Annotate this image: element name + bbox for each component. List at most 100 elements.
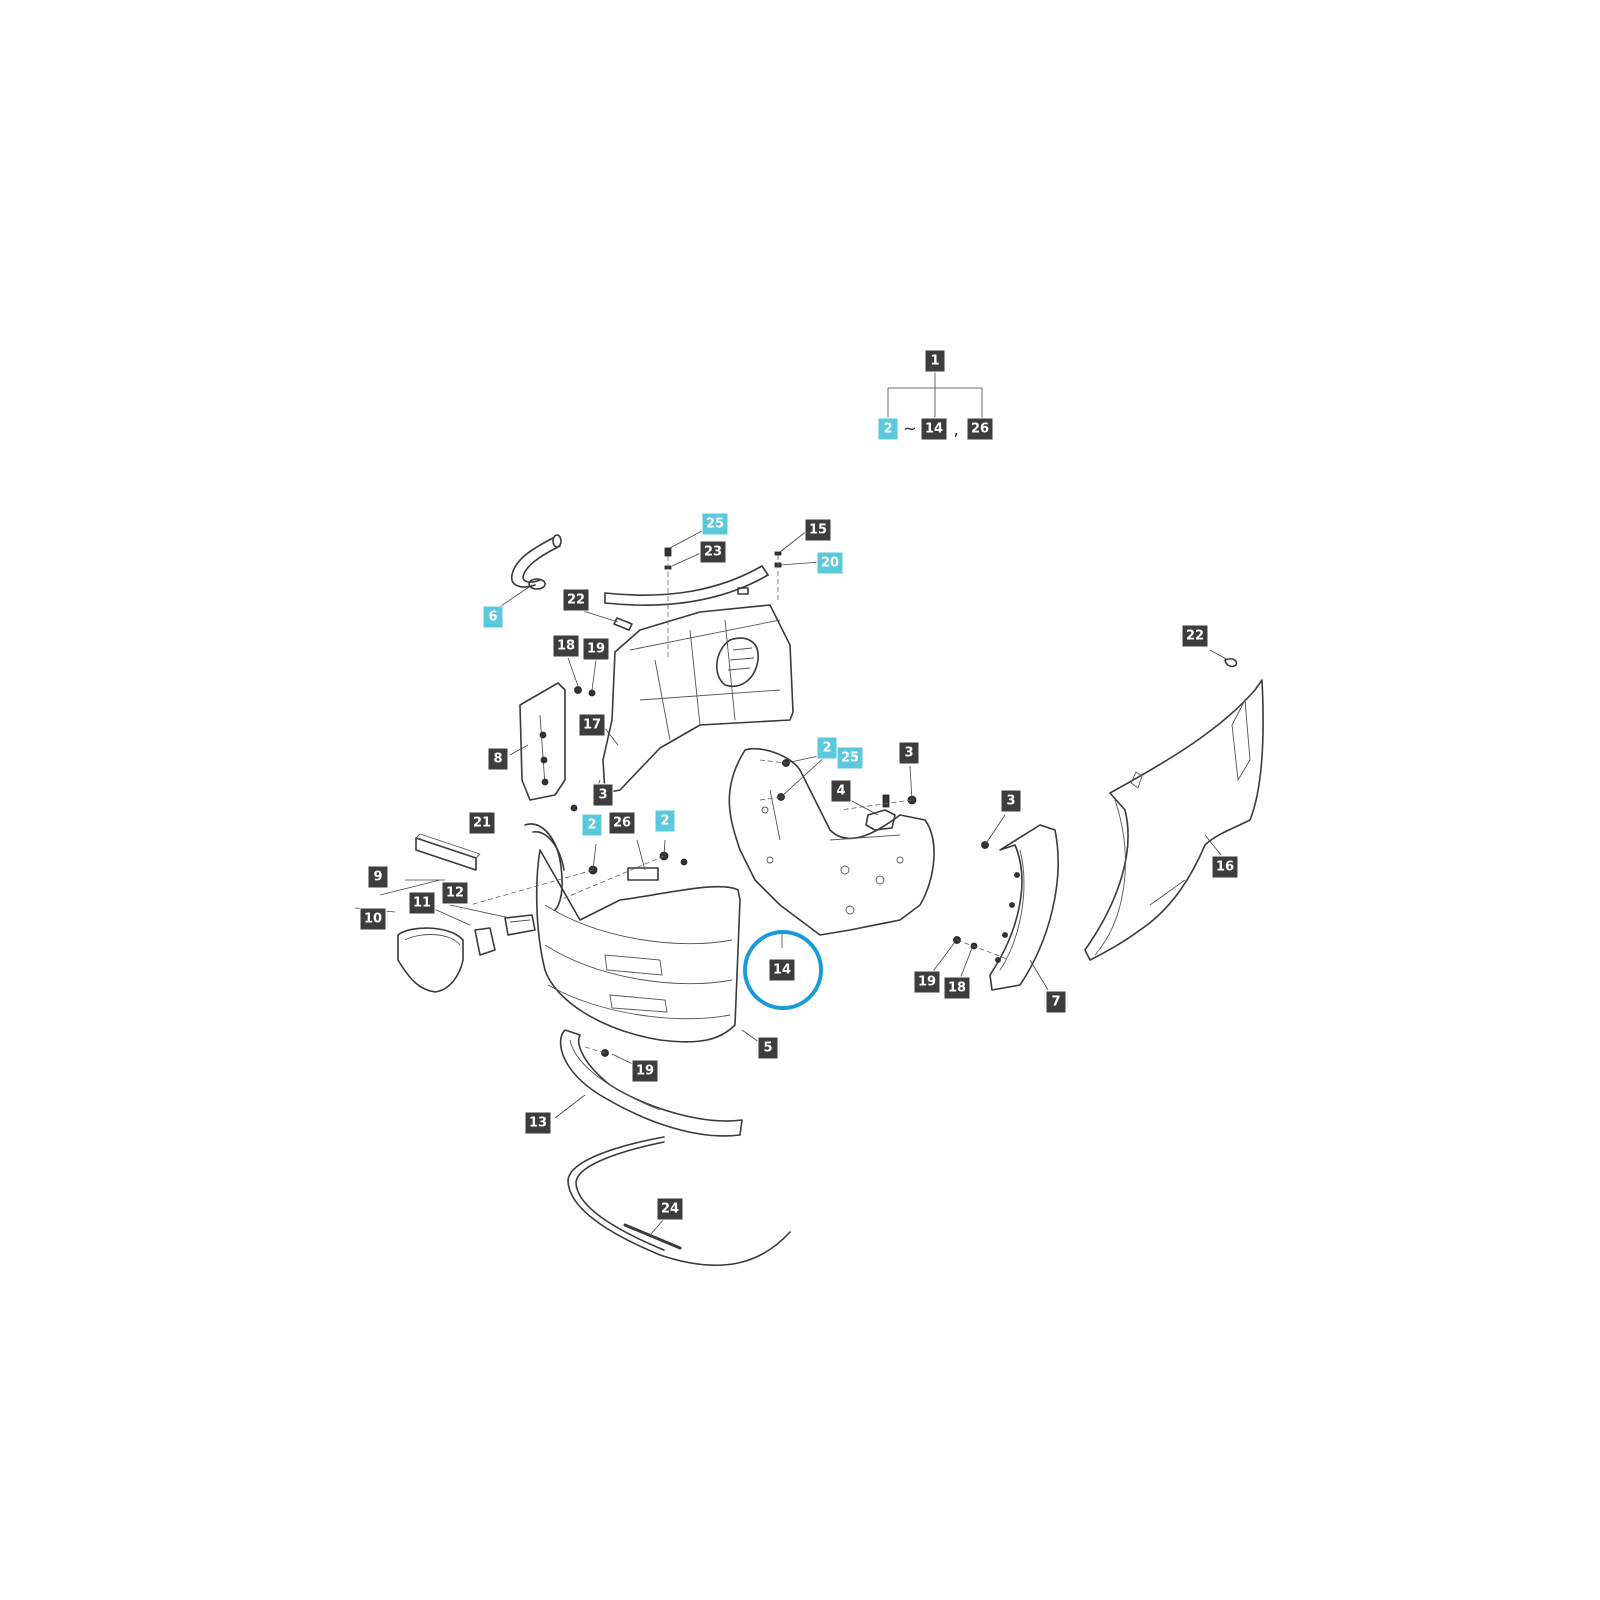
legend-range-end-callout[interactable]: 14 (920, 417, 948, 441)
callout-label: 20 (821, 556, 839, 571)
callout-18[interactable]: 18 (552, 634, 580, 658)
callout-badge (582, 637, 610, 661)
callout-3[interactable]: 3 (592, 783, 614, 807)
callout-label: 11 (413, 896, 431, 911)
callout-9[interactable]: 9 (367, 865, 389, 889)
callout-badge (1181, 624, 1209, 648)
callout-label: 2 (822, 741, 831, 756)
callout-label: 16 (1216, 860, 1234, 875)
legend-range-end-label: 14 (925, 422, 943, 437)
callout-badge (581, 813, 603, 837)
callout-11[interactable]: 11 (408, 891, 436, 915)
strip-bar (415, 833, 481, 871)
callout-badge (701, 512, 729, 536)
callout-badge (592, 783, 614, 807)
callout-2[interactable]: 2 (816, 736, 838, 760)
callout-badge (699, 540, 727, 564)
callout-badge (913, 970, 941, 994)
callout-3[interactable]: 3 (1000, 789, 1022, 813)
callout-22[interactable]: 22 (1181, 624, 1209, 648)
callout-label: 13 (529, 1116, 547, 1131)
callout-label: 3 (904, 746, 913, 761)
callout-18[interactable]: 18 (943, 976, 971, 1000)
callout-label: 19 (636, 1064, 654, 1079)
callout-6[interactable]: 6 (482, 605, 504, 629)
callout-badge (562, 588, 590, 612)
callout-label: 6 (488, 610, 497, 625)
callout-badge (359, 907, 387, 931)
hose-part (511, 534, 562, 590)
lower-seal (567, 1136, 791, 1266)
callout-badge (408, 891, 436, 915)
callout-25[interactable]: 25 (701, 512, 729, 536)
callout-19[interactable]: 19 (913, 970, 941, 994)
callout-label: 5 (763, 1041, 772, 1056)
lower-lip (559, 1029, 743, 1137)
callout-25[interactable]: 25 (836, 746, 864, 770)
pad-22-left (613, 617, 633, 631)
callout-4[interactable]: 4 (830, 779, 852, 803)
callout-12[interactable]: 12 (441, 881, 469, 905)
legend-range-start-callout[interactable]: 2 (877, 417, 899, 441)
legend-extra-label: 26 (971, 422, 989, 437)
callout-26[interactable]: 26 (608, 811, 636, 835)
legend-extra-callout[interactable]: 26 (966, 417, 994, 441)
callout-badge (367, 865, 389, 889)
callout-7[interactable]: 7 (1045, 990, 1067, 1014)
callout-badge (804, 518, 832, 542)
callout-23[interactable]: 23 (699, 540, 727, 564)
callout-20[interactable]: 20 (816, 551, 844, 575)
callout-label: 3 (1006, 794, 1015, 809)
callout-badge (656, 1197, 684, 1221)
callout-22[interactable]: 22 (562, 588, 590, 612)
callout-badge (1000, 789, 1022, 813)
legend-range-separator: ~ (903, 419, 916, 438)
legend-list-separator: , (953, 420, 958, 439)
callout-19[interactable]: 19 (582, 637, 610, 661)
top-seal-strip (604, 565, 769, 606)
callout-label: 19 (587, 642, 605, 657)
callout-15[interactable]: 15 (804, 518, 832, 542)
assembly-legend: 1 2 ~ 14 , 26 (877, 349, 994, 441)
callout-2[interactable]: 2 (581, 813, 603, 837)
callout-17[interactable]: 17 (578, 713, 606, 737)
callout-3[interactable]: 3 (898, 741, 920, 765)
callout-label: 24 (661, 1202, 679, 1217)
callout-label: 26 (613, 816, 631, 831)
callout-label: 18 (948, 981, 966, 996)
legend-parent-label: 1 (930, 354, 939, 369)
callout-badge (836, 746, 864, 770)
callout-label: 17 (583, 718, 601, 733)
side-panel (1084, 679, 1264, 961)
callout-10[interactable]: 10 (359, 907, 387, 931)
pad-23 (737, 587, 749, 595)
callout-label: 12 (446, 886, 464, 901)
callout-8[interactable]: 8 (487, 747, 509, 771)
part-drawings (354, 523, 1264, 1266)
callout-21[interactable]: 21 (468, 811, 496, 835)
callout-14[interactable]: 14 (768, 958, 796, 982)
pad-22-right (1224, 658, 1238, 668)
callout-badge (1211, 855, 1239, 879)
callout-label: 15 (809, 523, 827, 538)
callout-19[interactable]: 19 (631, 1059, 659, 1083)
callout-16[interactable]: 16 (1211, 855, 1239, 879)
callout-13[interactable]: 13 (524, 1111, 552, 1135)
callout-badge (441, 881, 469, 905)
callout-badge (468, 811, 496, 835)
callout-2[interactable]: 2 (654, 809, 676, 833)
legend-parent-callout[interactable]: 1 (924, 349, 946, 373)
callout-label: 18 (557, 639, 575, 654)
callout-badge (482, 605, 504, 629)
callout-label: 9 (373, 870, 382, 885)
callout-24[interactable]: 24 (656, 1197, 684, 1221)
inner-panel (602, 604, 794, 794)
legend-range-start-label: 2 (883, 422, 892, 437)
callout-label: 23 (704, 545, 722, 560)
callout-badge (816, 551, 844, 575)
callout-label: 2 (660, 814, 669, 829)
callout-label: 2 (587, 818, 596, 833)
callout-label: 3 (598, 788, 607, 803)
callout-5[interactable]: 5 (757, 1036, 779, 1060)
